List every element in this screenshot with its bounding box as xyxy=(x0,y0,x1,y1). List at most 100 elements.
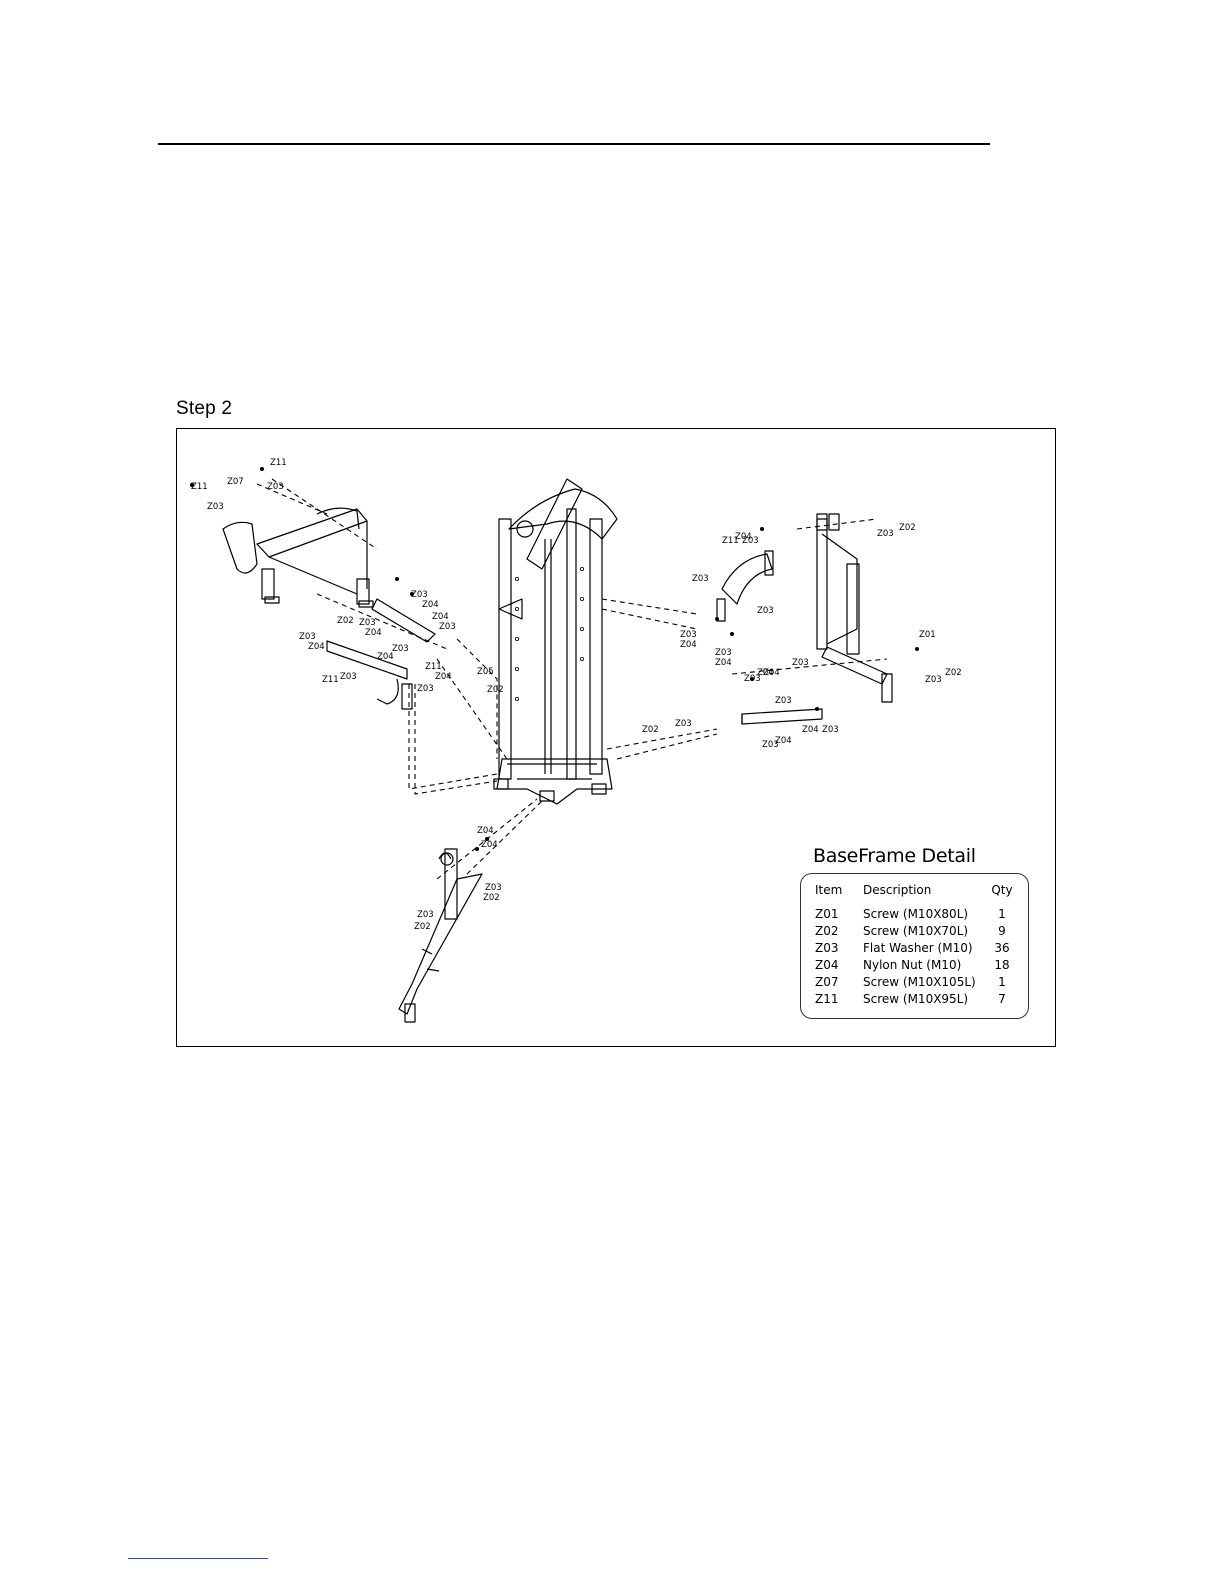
callout: Z04 xyxy=(775,736,792,746)
seat-frame xyxy=(222,507,374,608)
right-column xyxy=(816,513,893,703)
frame-parts xyxy=(222,478,893,1023)
callout: Z02 xyxy=(899,523,916,533)
table-row: Z01 Screw (M10X80L) 1 xyxy=(815,905,1017,922)
parts-table: Item Description Qty Z01 Screw (M10X80L)… xyxy=(815,883,1017,1007)
callout: Z04 xyxy=(680,640,697,650)
detail-table-title: BaseFrame Detail xyxy=(813,845,976,867)
callout: Z03 xyxy=(411,590,428,600)
qty-cell: 7 xyxy=(998,991,1006,1006)
qty-cell: 18 xyxy=(994,957,1010,972)
callout: Z11 xyxy=(191,482,208,492)
qty-cell: 1 xyxy=(998,906,1006,921)
callout: Z02 xyxy=(337,616,354,626)
item-cell: Z02 xyxy=(815,923,839,938)
header-rule xyxy=(158,143,990,145)
callout: Z04 xyxy=(481,840,498,850)
table-row: Z11 Screw (M10X95L) 7 xyxy=(815,990,1017,1007)
base-frame-exploded-drawing: Z11 Z07 Z03 Z11 Z03 Z03 Z04 Z04 Z03 Z03 … xyxy=(190,458,962,1023)
item-cell: Z11 xyxy=(815,991,839,1006)
footnote-rule xyxy=(128,1558,268,1559)
callout: Z11 xyxy=(425,662,442,672)
description-cell: Screw (M10X80L) xyxy=(863,906,969,921)
table-row: Z04 Nylon Nut (M10) 18 xyxy=(815,956,1017,973)
callout: Z04 xyxy=(757,668,774,678)
callout: Z02 xyxy=(483,893,500,903)
callout: Z02 xyxy=(945,668,962,678)
table-header-row: Item Description Qty xyxy=(815,883,1017,905)
callout: Z03 xyxy=(207,502,224,512)
callout: Z03 xyxy=(439,622,456,632)
callout: Z04 xyxy=(802,725,819,735)
description-cell: Screw (M10X70L) xyxy=(863,923,969,938)
callout-labels: Z11 Z07 Z03 Z11 Z03 Z03 Z04 Z04 Z03 Z03 … xyxy=(191,458,962,932)
callout: Z03 xyxy=(925,675,942,685)
callout: Z03 xyxy=(822,725,839,735)
description-cell: Screw (M10X95L) xyxy=(863,991,969,1006)
center-tower xyxy=(493,478,618,805)
callout: Z04 xyxy=(715,658,732,668)
callout: Z04 xyxy=(365,628,382,638)
callout: Z03 xyxy=(359,618,376,628)
callout: Z02 xyxy=(487,685,504,695)
callout: Z04 xyxy=(435,672,452,682)
table-row: Z03 Flat Washer (M10) 36 xyxy=(815,939,1017,956)
callout: Z03 xyxy=(742,536,759,546)
callout: Z04 xyxy=(735,532,752,542)
callout: Z04 xyxy=(763,668,780,678)
callout: Z03 xyxy=(340,672,357,682)
callout: Z04 xyxy=(432,612,449,622)
callout: Z03 xyxy=(680,630,697,640)
assembly-figure: Z11 Z07 Z03 Z11 Z03 Z03 Z04 Z04 Z03 Z03 … xyxy=(176,428,1056,1047)
callout: Z03 xyxy=(877,529,894,539)
header-item: Item xyxy=(815,883,843,897)
callout: Z04 xyxy=(377,652,394,662)
description-cell: Screw (M10X105L) xyxy=(863,974,976,989)
callout: Z11 xyxy=(270,458,287,468)
callout: Z03 xyxy=(267,482,284,492)
callout: Z03 xyxy=(299,632,316,642)
step-title: Step 2 xyxy=(176,398,233,419)
callout: Z11 xyxy=(722,536,739,546)
assembly-guides xyxy=(256,478,888,880)
front-leg xyxy=(398,848,483,1023)
callout: Z03 xyxy=(775,696,792,706)
callout: Z03 xyxy=(744,674,761,684)
baseframe-detail-table: Item Description Qty Z01 Screw (M10X80L)… xyxy=(800,873,1029,1019)
table-row: Z07 Screw (M10X105L) 1 xyxy=(815,973,1017,990)
qty-cell: 36 xyxy=(994,940,1010,955)
header-qty: Qty xyxy=(991,883,1013,897)
callout: Z03 xyxy=(757,606,774,616)
item-cell: Z04 xyxy=(815,957,839,972)
callout: Z03 xyxy=(692,574,709,584)
callout: Z03 xyxy=(762,740,779,750)
callout: Z07 xyxy=(227,477,244,487)
item-cell: Z01 xyxy=(815,906,839,921)
callout: Z04 xyxy=(477,826,494,836)
callout: Z03 xyxy=(392,644,409,654)
callout: Z03 xyxy=(675,719,692,729)
callout: Z03 xyxy=(792,658,809,668)
item-cell: Z07 xyxy=(815,974,839,989)
callout: Z04 xyxy=(308,642,325,652)
callout: Z03 xyxy=(715,648,732,658)
table-row: Z02 Screw (M10X70L) 9 xyxy=(815,922,1017,939)
header-description: Description xyxy=(863,883,932,897)
lower-cross-bar xyxy=(741,708,823,725)
description-cell: Flat Washer (M10) xyxy=(863,940,973,955)
qty-cell: 9 xyxy=(998,923,1006,938)
callout: Z03 xyxy=(485,883,502,893)
left-arm xyxy=(326,598,436,710)
qty-cell: 1 xyxy=(998,974,1006,989)
callout: Z11 xyxy=(322,675,339,685)
callout: Z05 xyxy=(477,667,494,677)
upper-right-arm xyxy=(716,550,774,622)
callout: Z03 xyxy=(417,684,434,694)
callout: Z03 xyxy=(417,910,434,920)
callout: Z02 xyxy=(414,922,431,932)
callout: Z01 xyxy=(919,630,936,640)
item-cell: Z03 xyxy=(815,940,839,955)
callout: Z02 xyxy=(642,725,659,735)
hardware-dots xyxy=(190,467,919,851)
description-cell: Nylon Nut (M10) xyxy=(863,957,962,972)
